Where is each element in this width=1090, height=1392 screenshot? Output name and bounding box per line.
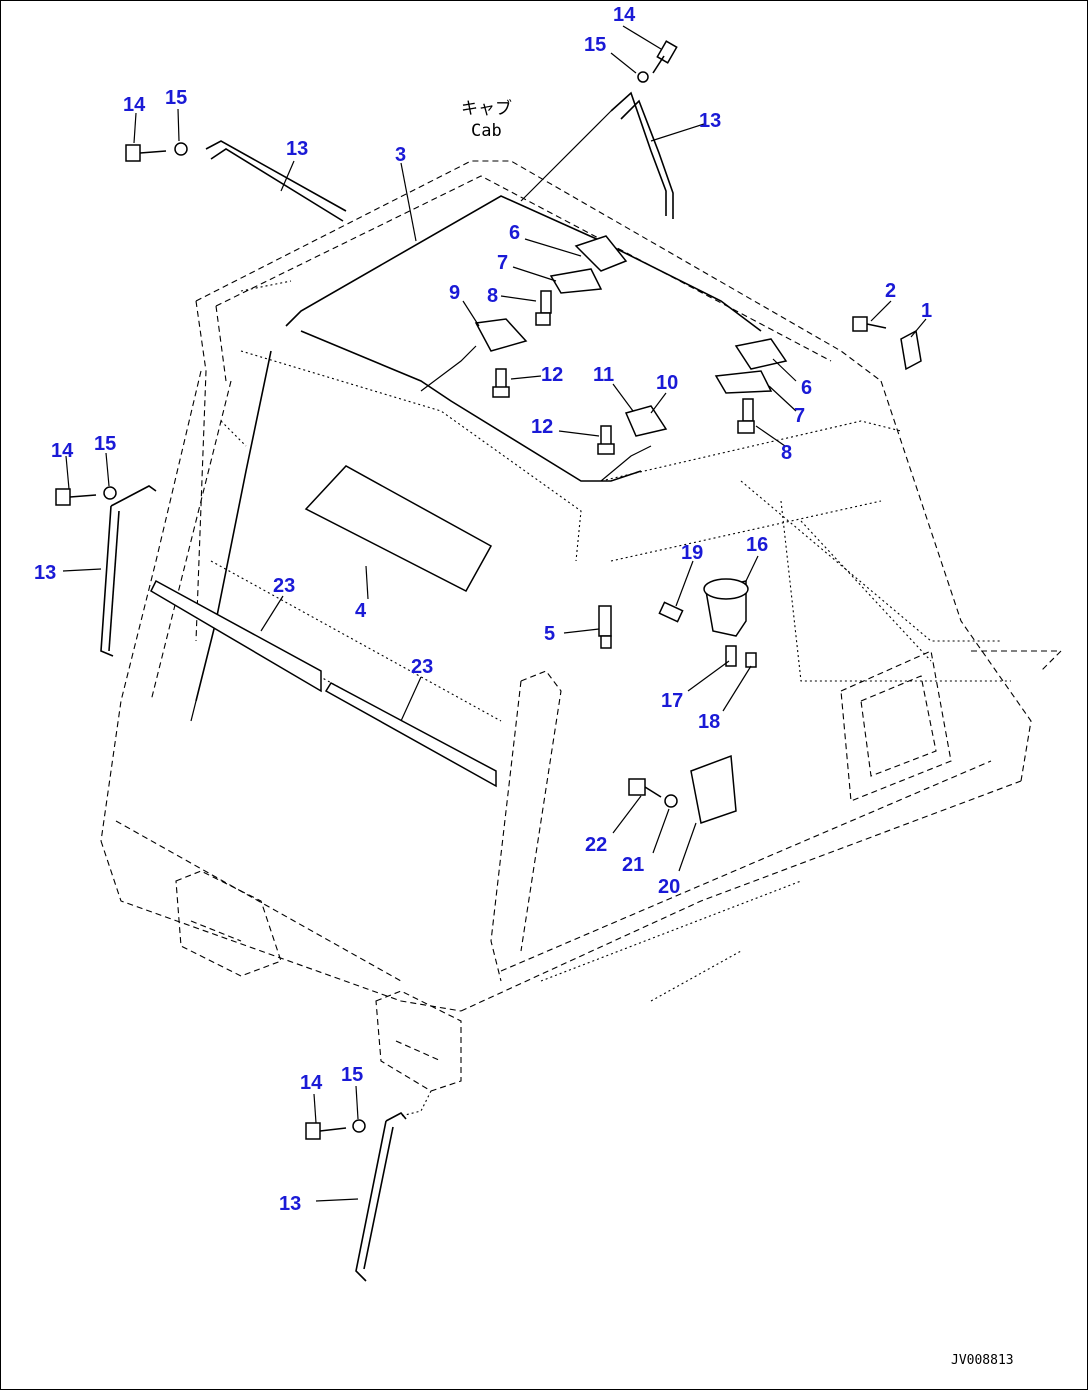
- sun-visor-part: [304, 465, 493, 592]
- handrails: [100, 91, 674, 1282]
- callout-23: 23: [411, 656, 433, 678]
- callout-19: 19: [681, 542, 703, 564]
- roof-components: [474, 235, 922, 649]
- callout-15: 15: [94, 433, 116, 455]
- cab-label-japanese: キャブ: [461, 98, 512, 119]
- callout-10: 10: [656, 372, 678, 394]
- callout-23: 23: [273, 575, 295, 597]
- callout-2: 2: [885, 280, 896, 302]
- callout-15: 15: [584, 34, 606, 56]
- callout-18: 18: [698, 711, 720, 733]
- callout-9: 9: [449, 282, 460, 304]
- callout-8: 8: [487, 285, 498, 307]
- callout-3: 3: [395, 144, 406, 166]
- callout-13: 13: [279, 1193, 301, 1215]
- bolts-and-washers: [55, 40, 678, 1140]
- side-components: [628, 578, 757, 824]
- cab-label-english: Cab: [471, 121, 502, 141]
- callout-14: 14: [300, 1072, 323, 1094]
- cab-body-outline: [100, 160, 1063, 1117]
- callout-7: 7: [497, 252, 508, 274]
- callout-8: 8: [781, 442, 792, 464]
- callout-14: 14: [51, 440, 74, 462]
- seal-strips: [150, 579, 497, 788]
- callout-6: 6: [801, 377, 812, 399]
- leader-lines: [62, 25, 927, 1202]
- callout-4: 4: [355, 600, 367, 622]
- callout-1: 1: [921, 300, 932, 322]
- drawing-number: JV008813: [951, 1353, 1014, 1368]
- callout-17: 17: [661, 690, 683, 712]
- callout-15: 15: [341, 1064, 363, 1086]
- callout-13: 13: [34, 562, 56, 584]
- callout-labels: 14 15 13 14 15 13 3 6 7 8 9 12 12 11 10 …: [34, 4, 932, 1215]
- callout-11: 11: [593, 364, 614, 386]
- callout-12: 12: [531, 416, 553, 438]
- callout-22: 22: [585, 834, 607, 856]
- callout-13: 13: [699, 110, 721, 132]
- callout-5: 5: [544, 623, 555, 645]
- callout-6: 6: [509, 222, 520, 244]
- callout-14: 14: [123, 94, 146, 116]
- callout-12: 12: [541, 364, 563, 386]
- callout-13: 13: [286, 138, 308, 160]
- roof-harness: [190, 195, 762, 722]
- callout-15: 15: [165, 87, 187, 109]
- callout-7: 7: [794, 405, 805, 427]
- callout-14: 14: [613, 4, 636, 26]
- callout-21: 21: [622, 854, 644, 876]
- callout-20: 20: [658, 876, 680, 898]
- callout-16: 16: [746, 534, 768, 556]
